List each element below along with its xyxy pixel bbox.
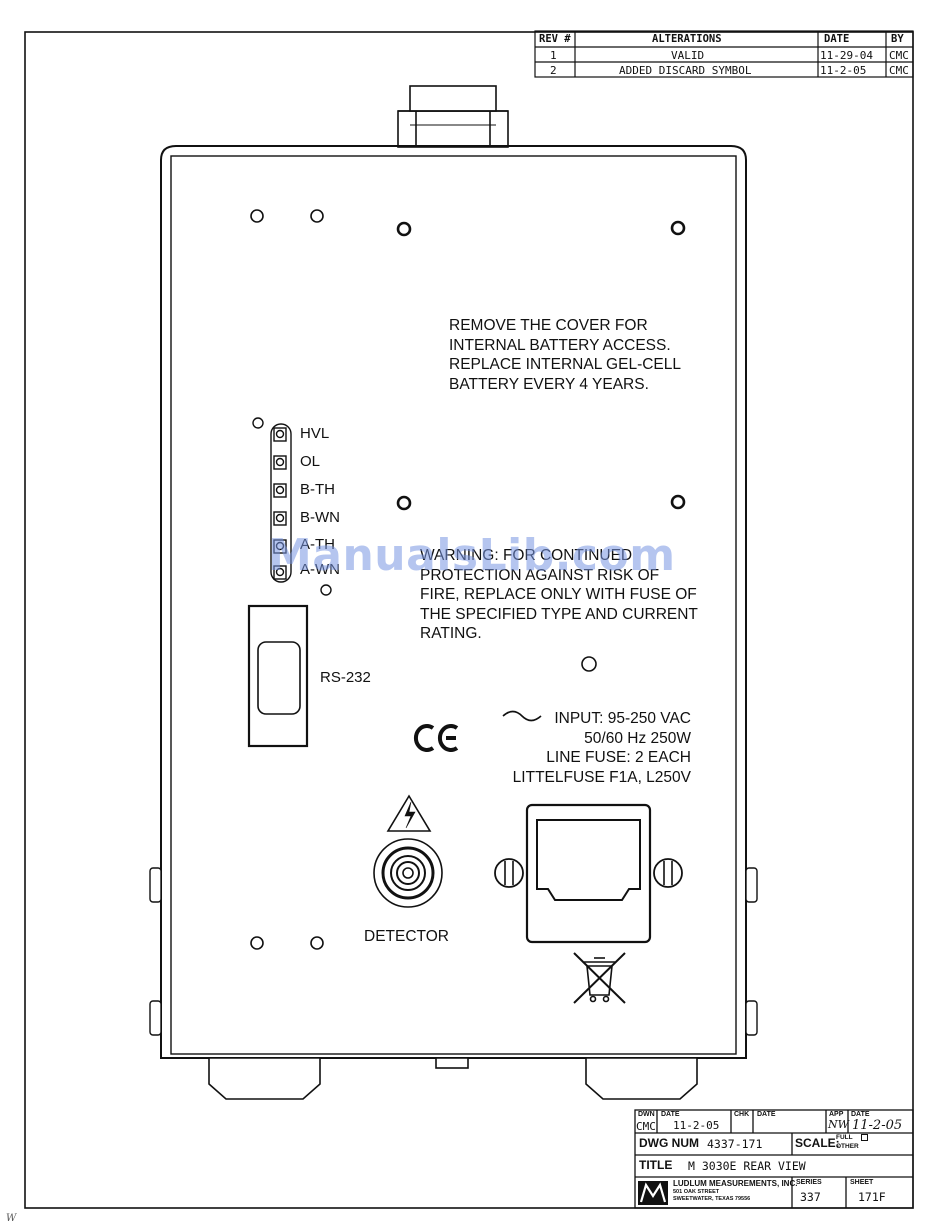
warning-note-line: THE SPECIFIED TYPE AND CURRENT: [420, 605, 698, 623]
warning-note: WARNING: FOR CONTINUED PROTECTION AGAINS…: [420, 546, 698, 644]
sheet-label: SHEET: [850, 1179, 874, 1186]
revision-block-grid: [534, 30, 914, 78]
app-label: APP: [829, 1111, 844, 1118]
chk-label: CHK: [734, 1111, 750, 1118]
ce-mark: [413, 724, 459, 752]
dwn-label: DWN: [638, 1111, 655, 1118]
sheet-value: 171F: [858, 1190, 886, 1204]
feet: [208, 1057, 698, 1100]
scale-label: SCALE:: [795, 1136, 840, 1150]
input-spec-line: 50/60 Hz 250W: [584, 729, 691, 747]
detector-connector: [373, 838, 443, 908]
battery-note-line: BATTERY EVERY 4 YEARS.: [449, 375, 649, 393]
ac-symbol: [502, 710, 542, 722]
detector-label: DETECTOR: [364, 928, 449, 945]
scale-full-checkbox: [861, 1134, 868, 1141]
drawing-border: [24, 31, 914, 1209]
title-block-grid: [634, 1109, 914, 1209]
date-header: DATE: [824, 33, 850, 45]
rev-alteration: VALID: [671, 49, 705, 62]
dip-switch-strip: [270, 423, 292, 583]
screw-holes: [250, 209, 686, 950]
input-spec-line: LINE FUSE: 2 EACH: [546, 749, 691, 766]
company-logo: [638, 1181, 668, 1205]
series-label: SERIES: [796, 1179, 822, 1186]
input-spec: INPUT: 95-250 VAC 50/60 Hz 250W LINE FUS…: [513, 709, 691, 787]
switch-label-a-th: A-TH: [300, 536, 335, 553]
battery-note-line: REMOVE THE COVER FOR: [449, 317, 648, 334]
series-value: 337: [800, 1190, 821, 1204]
rev-by: CMC: [889, 49, 909, 62]
app-initials: NW: [828, 1118, 849, 1131]
warning-note-line: RATING.: [420, 625, 482, 642]
dwg-num: 4337-171: [707, 1137, 763, 1151]
company-street: 501 OAK STREET: [673, 1189, 720, 1195]
shock-warning-icon: [386, 794, 432, 832]
app-date: 11-2-05: [852, 1118, 903, 1133]
ce-mark-text: CE: [416, 722, 455, 754]
discard-bin-icon: [573, 952, 626, 1004]
rev-date: 11-2-05: [820, 64, 867, 77]
input-spec-line: INPUT: 95-250 VAC: [554, 710, 691, 727]
switch-label-hvl: HVL: [300, 425, 330, 442]
input-spec-line: LITTELFUSE F1A, L250V: [512, 768, 691, 786]
dwn-date: 11-2-05: [673, 1119, 720, 1132]
dwn-value: CMC: [636, 1120, 656, 1133]
chk-date-label: DATE: [757, 1111, 776, 1118]
scale-option-full: FULL: [836, 1134, 853, 1141]
rev-header: REV #: [539, 33, 571, 45]
drawing-title: M 3030E REAR VIEW: [688, 1159, 806, 1173]
company-city: SWEETWATER, TEXAS 79556: [673, 1196, 751, 1202]
warning-note-line: FIRE, REPLACE ONLY WITH FUSE OF: [420, 586, 697, 603]
alterations-header: ALTERATIONS: [652, 33, 722, 45]
rev-number: 2: [550, 64, 557, 77]
title-label: TITLE: [639, 1158, 673, 1172]
battery-note-line: REPLACE INTERNAL GEL-CELL: [449, 356, 682, 373]
rs232-connector: [247, 604, 309, 748]
battery-note-line: INTERNAL BATTERY ACCESS.: [449, 336, 671, 354]
side-latches: [149, 867, 758, 1036]
dwg-num-label: DWG NUM: [639, 1136, 699, 1150]
switch-label-b-th: B-TH: [300, 481, 335, 498]
rev-alteration: ADDED DISCARD SYMBOL: [619, 64, 752, 77]
rev-number: 1: [550, 49, 557, 62]
rev-by: CMC: [889, 64, 909, 77]
battery-note: REMOVE THE COVER FOR INTERNAL BATTERY AC…: [449, 316, 681, 394]
by-header: BY: [891, 33, 904, 45]
company-name: LUDLUM MEASUREMENTS, INC.: [673, 1179, 798, 1188]
dwn-date-label: DATE: [661, 1111, 680, 1118]
switch-label-b-wn: B-WN: [300, 509, 340, 526]
power-entry-module: [494, 803, 683, 944]
app-date-label: DATE: [851, 1111, 870, 1118]
warning-note-line: PROTECTION AGAINST RISK OF: [420, 566, 660, 584]
switch-label-ol: OL: [300, 453, 321, 470]
top-handle: [397, 85, 509, 148]
switch-label-a-wn: A-WN: [300, 561, 340, 578]
scale-option-other: OTHER: [836, 1143, 859, 1150]
warning-note-line: WARNING: FOR CONTINUED: [420, 547, 633, 564]
page-mark: W: [6, 1213, 17, 1224]
rs232-label: RS-232: [320, 669, 371, 686]
rev-date: 11-29-04: [820, 49, 873, 62]
watermark: ManualsLib.com: [268, 530, 676, 581]
